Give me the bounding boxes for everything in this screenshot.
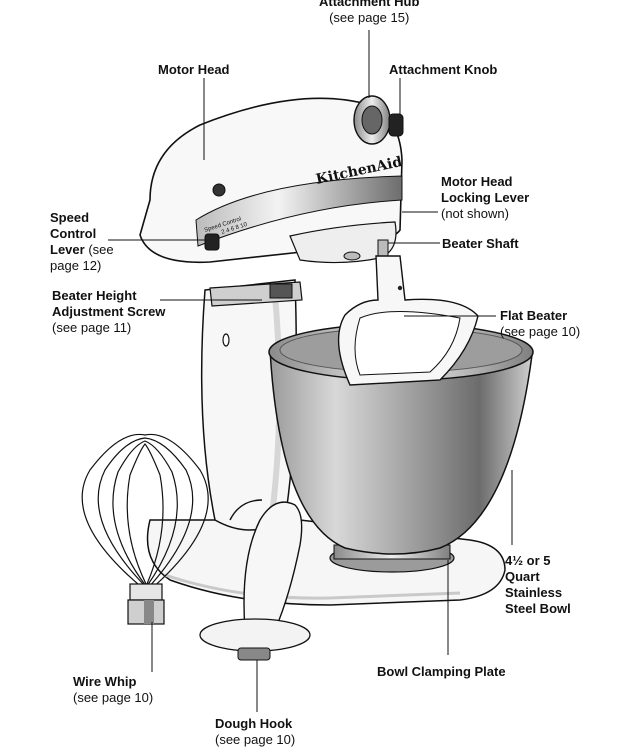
dough-hook-label: Dough Hook (see page 10) xyxy=(215,716,296,747)
leader-lines xyxy=(108,30,513,712)
flat-beater xyxy=(337,255,479,386)
bowl-clamping-plate-label: Bowl Clamping Plate xyxy=(377,664,506,679)
head-screw-icon xyxy=(212,183,226,197)
motor-head: KitchenAid Speed Control 2 4 6 8 10 xyxy=(139,97,404,264)
beater-shaft xyxy=(377,239,389,257)
attachment-hub[interactable] xyxy=(353,95,391,145)
beater-shaft-label: Beater Shaft xyxy=(442,236,519,251)
motor-head-label: Motor Head xyxy=(158,62,230,77)
speed-control-lever-label: Speed Control Lever (see page 12) xyxy=(50,210,114,273)
dough-hook xyxy=(199,499,311,661)
attachment-knob-label: Attachment Knob xyxy=(389,62,498,77)
wire-whip xyxy=(81,433,209,625)
speed-control-lever[interactable] xyxy=(204,233,220,251)
attachment-hub-label: Attachment Hub (see page 15) xyxy=(319,0,420,25)
flat-beater-label: Flat Beater (see page 10) xyxy=(500,308,581,339)
wire-whip-label: Wire Whip (see page 10) xyxy=(73,674,154,705)
motor-head-locking-lever-label: Motor Head Locking Lever (not shown) xyxy=(441,174,530,221)
beater-height-label: Beater Height Adjustment Screw (see page… xyxy=(52,288,166,335)
bowl-label: 4½ or 5 Quart Stainless Steel Bowl xyxy=(505,553,571,616)
column-screw-icon xyxy=(222,333,230,347)
attachment-knob[interactable] xyxy=(388,113,404,137)
